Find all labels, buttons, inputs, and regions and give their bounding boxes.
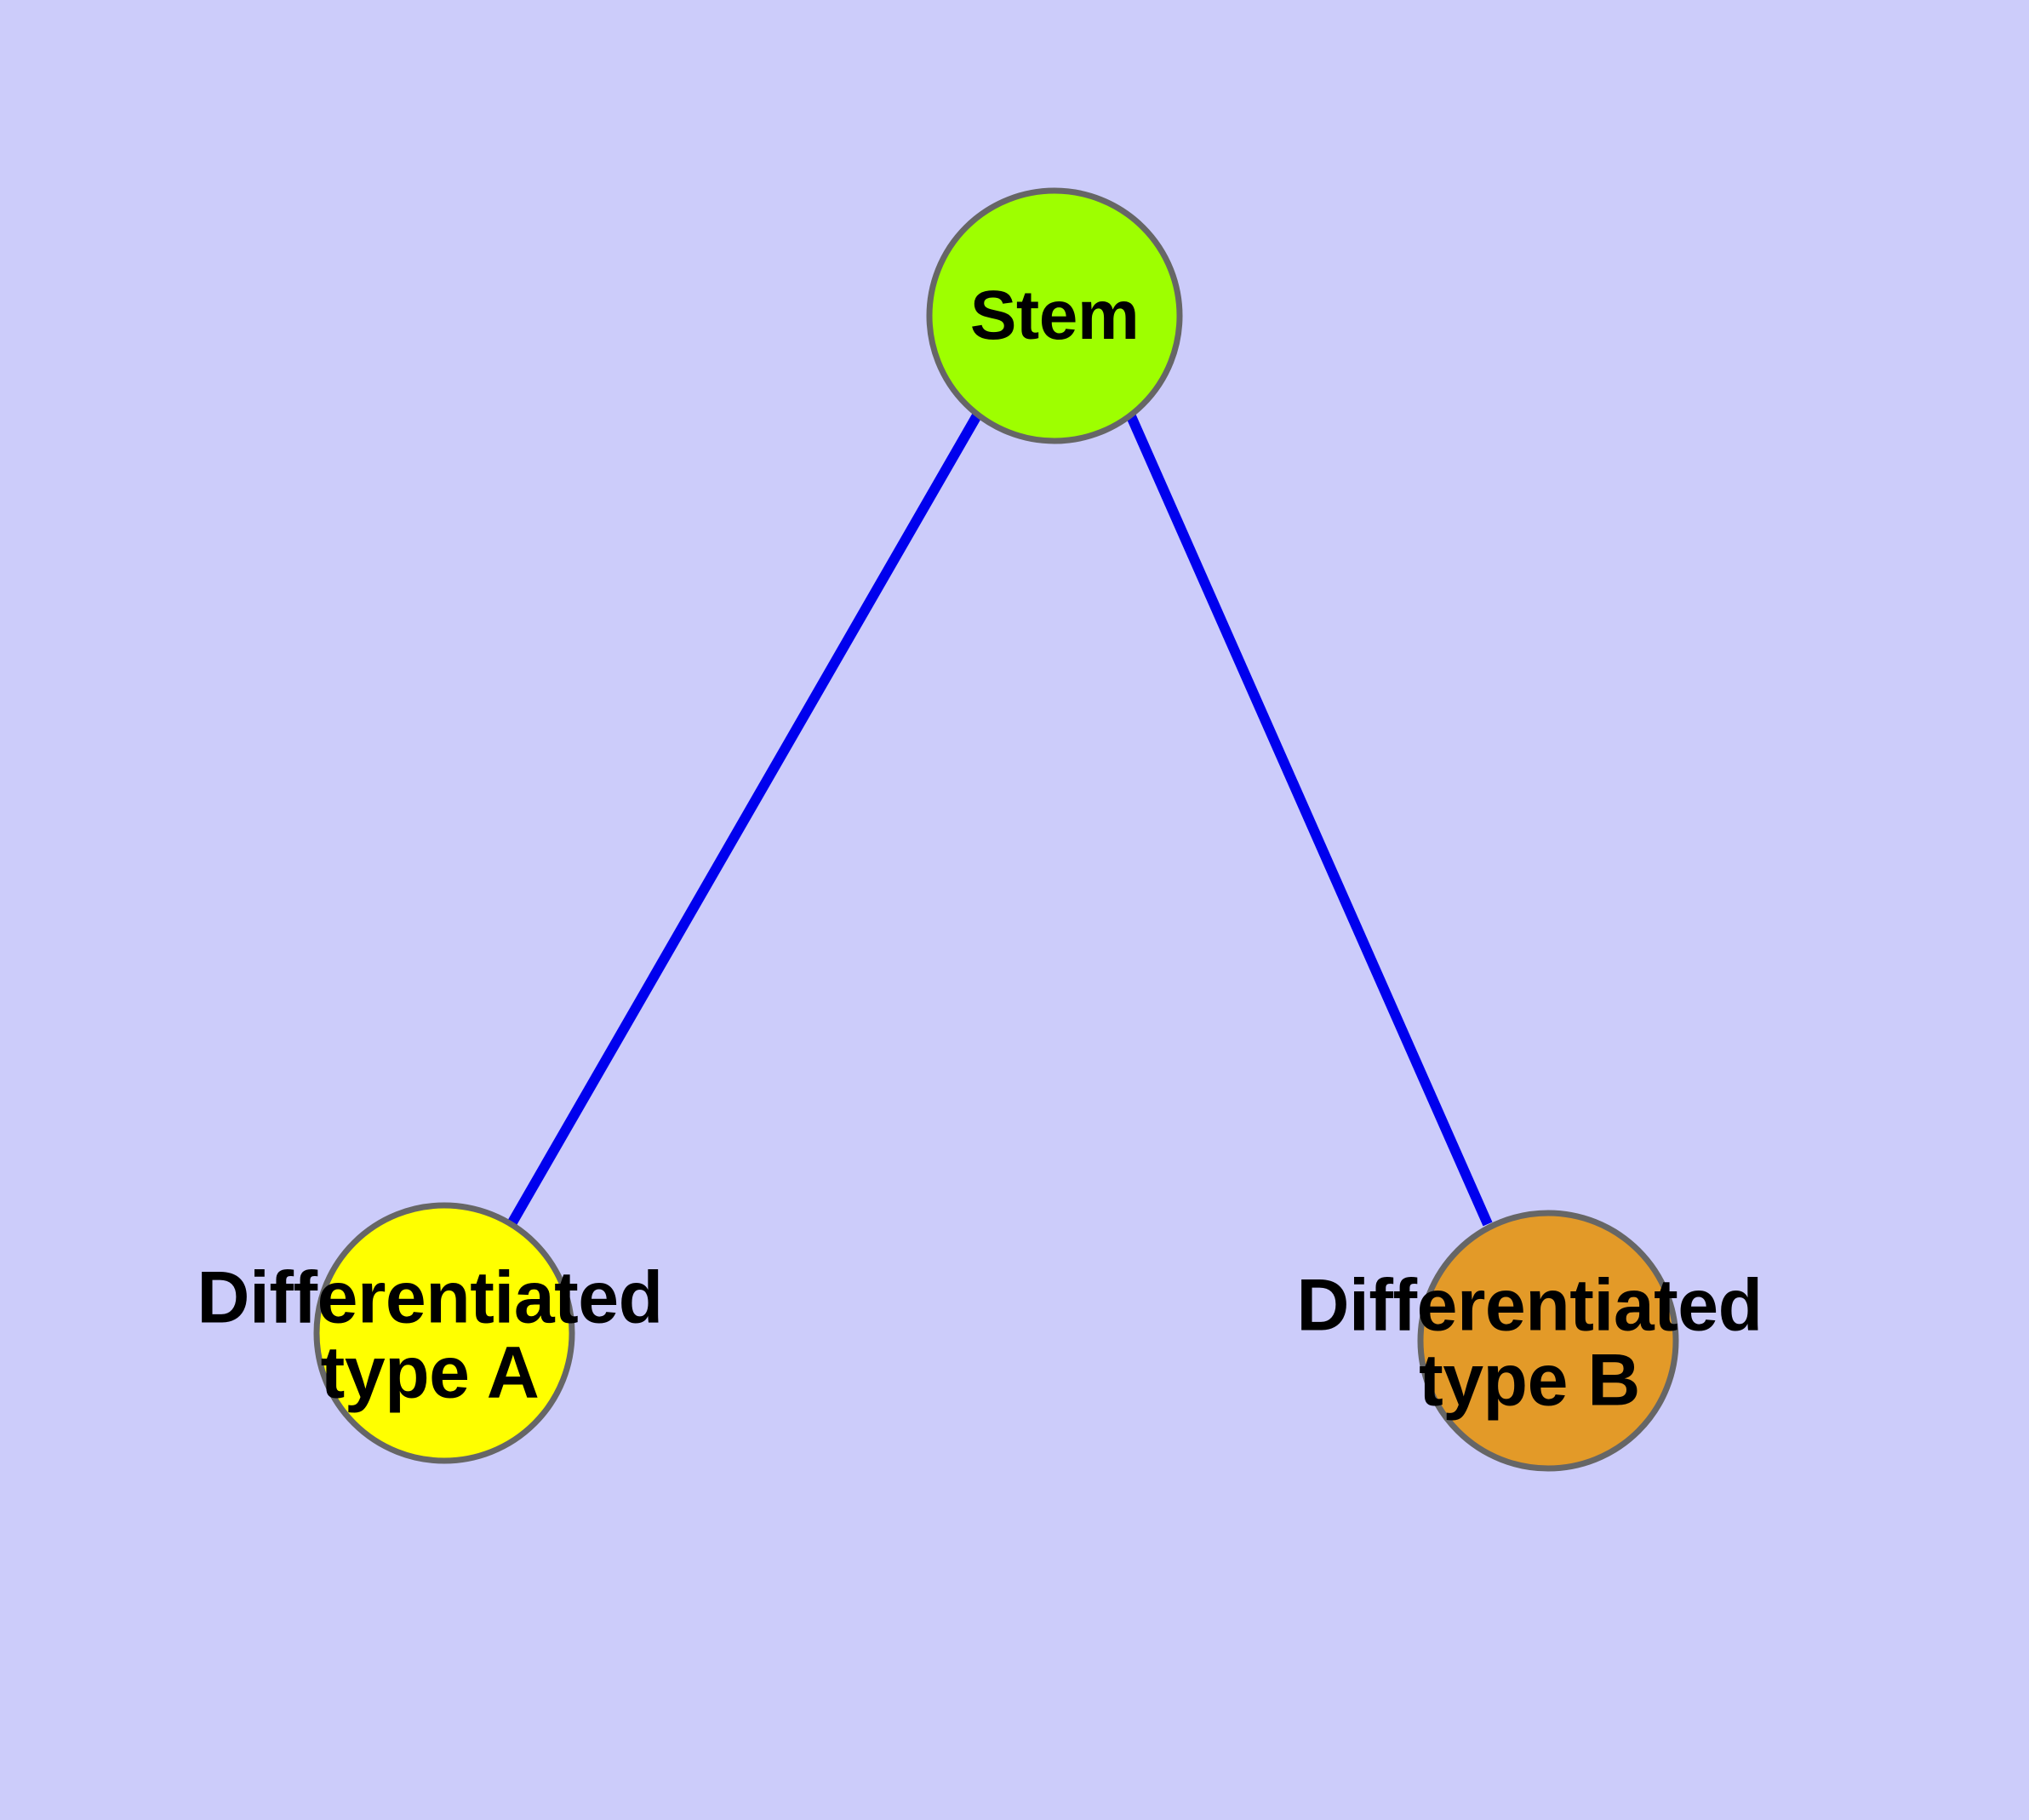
node-stem[interactable] bbox=[926, 187, 1183, 444]
node-differentiated-type-b[interactable] bbox=[1417, 1210, 1679, 1472]
node-layer bbox=[313, 187, 1679, 1472]
node-differentiated-type-a[interactable] bbox=[313, 1202, 575, 1464]
edge-layer bbox=[507, 413, 1493, 1227]
edge-stem-to-differentiated-type-a[interactable] bbox=[507, 413, 982, 1225]
edge-stem-to-differentiated-type-b[interactable] bbox=[1126, 414, 1493, 1227]
